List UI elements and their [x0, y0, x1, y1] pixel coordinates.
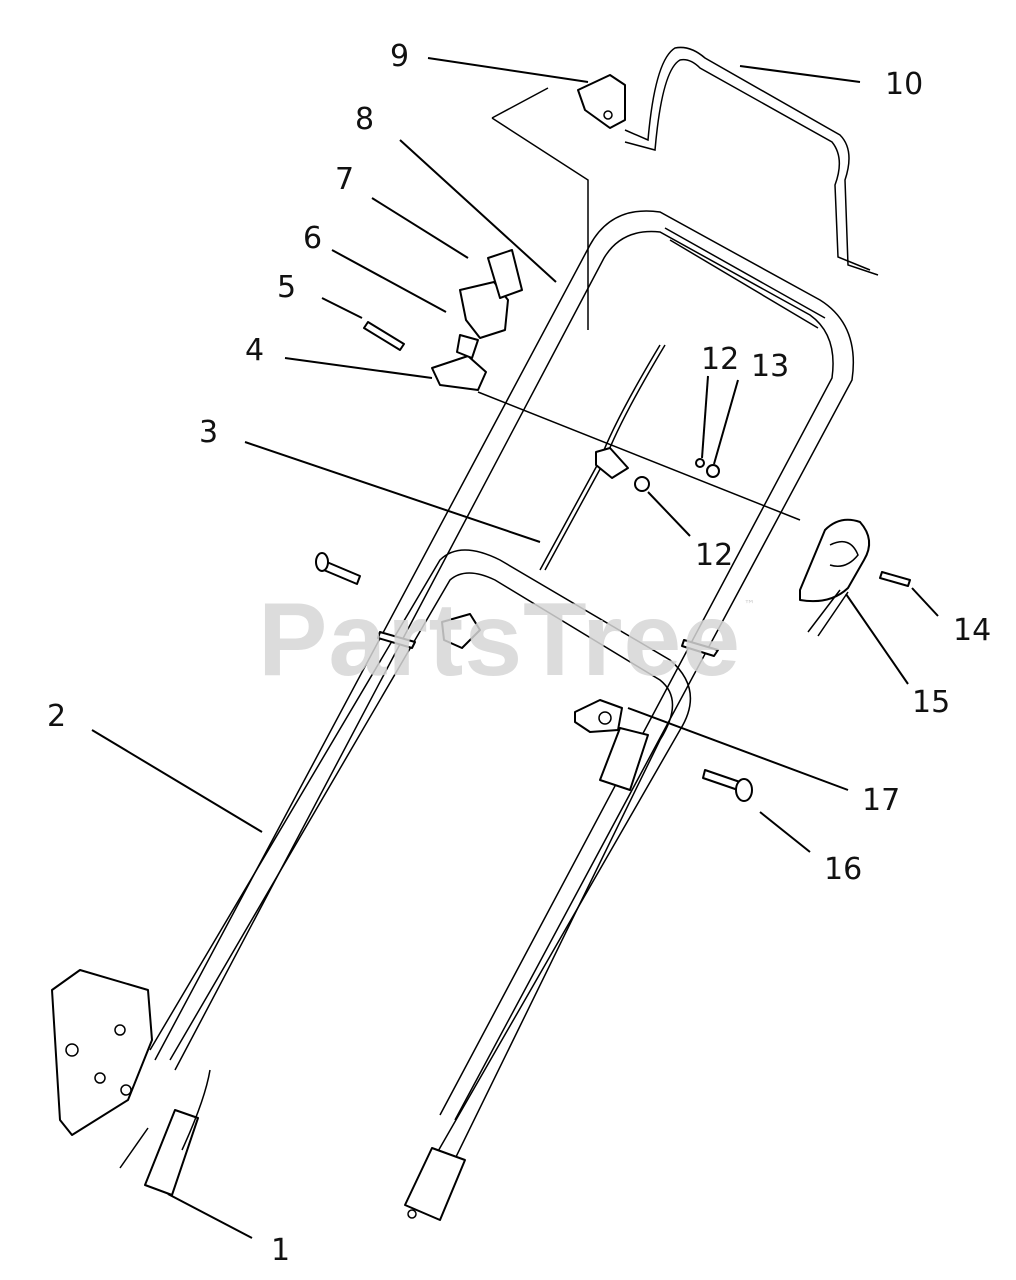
partstree-watermark: PartsTree [258, 582, 742, 698]
callout-16: 16 [824, 852, 863, 887]
callout-8: 8 [355, 102, 375, 137]
cable-part-3 [539, 344, 666, 571]
mounting-bracket [51, 969, 153, 1136]
callout-1: 1 [271, 1233, 291, 1268]
lower-handle [149, 549, 692, 1221]
trademark-symbol: ™ [744, 598, 755, 611]
callout-6: 6 [303, 221, 323, 256]
clip-part-7 [487, 249, 523, 299]
callout-14: 14 [953, 613, 992, 648]
clip-part-1 [119, 1069, 211, 1196]
callout-12-lower: 12 [695, 538, 734, 573]
carriage-bolt-left [315, 552, 719, 657]
nut-washer-parts-12-13 [695, 458, 720, 478]
callout-5: 5 [277, 270, 297, 305]
callout-17: 17 [862, 783, 901, 818]
bail-handle-part-10 [624, 46, 879, 276]
callout-13: 13 [751, 349, 790, 384]
bushing-part-4 [431, 355, 487, 391]
callout-7: 7 [335, 162, 355, 197]
leader-lines [91, 57, 939, 1239]
callout-12-upper: 12 [701, 342, 740, 377]
knob-part-17 [574, 699, 623, 733]
cable-guide-part-15 [799, 518, 911, 637]
control-cluster [363, 249, 801, 521]
callout-4: 4 [245, 333, 265, 368]
callout-15: 15 [912, 685, 951, 720]
knob-part-6 [459, 281, 509, 339]
callout-10: 10 [885, 67, 924, 102]
upper-handle [154, 210, 855, 1121]
bolt-part-16 [702, 769, 753, 802]
screw-part-14 [879, 571, 911, 587]
callout-2: 2 [47, 699, 67, 734]
bolt-part-5 [363, 321, 405, 351]
callout-9: 9 [390, 39, 410, 74]
bracket-part-9 [491, 74, 626, 330]
callout-3: 3 [199, 415, 219, 450]
